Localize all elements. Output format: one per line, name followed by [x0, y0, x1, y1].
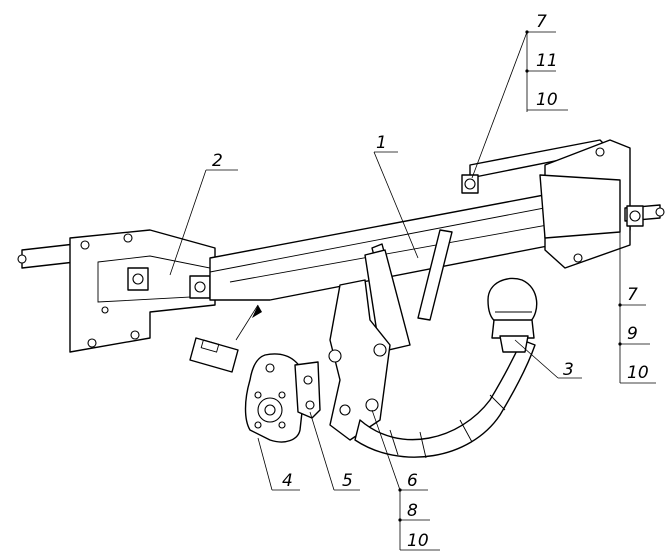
callout-10-top: 10: [536, 90, 558, 110]
tow-ball: [487, 277, 538, 353]
socket-bracket: [294, 361, 321, 419]
callout-labels: 7 11 10 2 1 3 7 9 10 4 5 6 8 10: [212, 12, 649, 551]
callout-4: 4: [282, 471, 293, 491]
callout-7-right: 7: [627, 285, 638, 305]
leader-lines: [169, 30, 656, 551]
callout-8-bottom: 8: [407, 501, 418, 521]
right-mounting-bracket: [461, 139, 665, 269]
callout-3: 3: [563, 360, 574, 380]
callout-10-right: 10: [627, 363, 649, 383]
left-mounting-bracket: [17, 229, 216, 353]
callout-10-bottom: 10: [407, 531, 429, 551]
callout-7-top: 7: [536, 12, 547, 32]
callout-6-bottom: 6: [407, 471, 418, 491]
callout-2: 2: [212, 151, 223, 171]
callout-11-top: 11: [536, 51, 558, 71]
callout-1: 1: [376, 133, 387, 153]
support-stays: [364, 229, 453, 353]
callout-9-right: 9: [627, 324, 638, 344]
callout-5: 5: [342, 471, 353, 491]
identification-tag: [189, 304, 262, 373]
